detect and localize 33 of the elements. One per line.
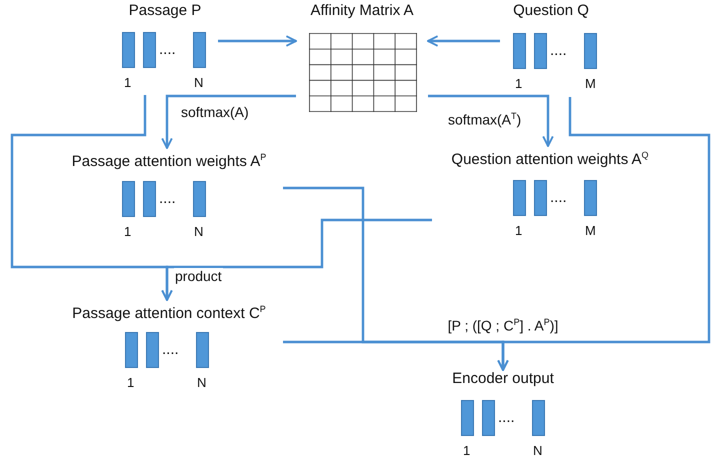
title: Question attention weights A$^{Q}$ — [450, 149, 650, 169]
title: Passage attention weights A$^{P}$ — [70, 151, 268, 171]
index-label: N — [197, 375, 206, 390]
title: Encoder output — [451, 370, 555, 388]
index-label: M — [585, 76, 596, 91]
ellipsis: .... — [550, 190, 567, 205]
title: Question Q — [512, 2, 590, 20]
arrow — [161, 94, 296, 149]
index-label: 1 — [463, 443, 470, 458]
ellipsis: .... — [550, 43, 567, 58]
index-label: N — [194, 224, 204, 239]
arrow — [428, 94, 554, 147]
title: Passage P — [128, 2, 202, 20]
ellipsis: .... — [498, 410, 515, 425]
index-label: 1 — [124, 75, 132, 90]
arrow — [161, 218, 432, 301]
index-label: 1 — [124, 224, 132, 239]
arrow — [218, 35, 297, 47]
index-label: M — [585, 223, 596, 238]
arrow — [283, 340, 509, 371]
ellipsis: .... — [159, 191, 176, 206]
index-label: 1 — [127, 375, 134, 390]
index-label: N — [194, 75, 204, 90]
title: Passage attention context C$^{P}$ — [71, 303, 267, 323]
arrow — [427, 35, 500, 47]
index-label: N — [533, 443, 542, 458]
title: Affinity Matrix A — [309, 2, 415, 20]
edge-label: softmax(A) — [180, 104, 250, 120]
index-label: 1 — [515, 76, 522, 91]
edge-label: product — [174, 268, 223, 284]
ellipsis: .... — [159, 42, 176, 57]
ellipsis: .... — [162, 342, 179, 357]
index-label: 1 — [515, 223, 522, 238]
